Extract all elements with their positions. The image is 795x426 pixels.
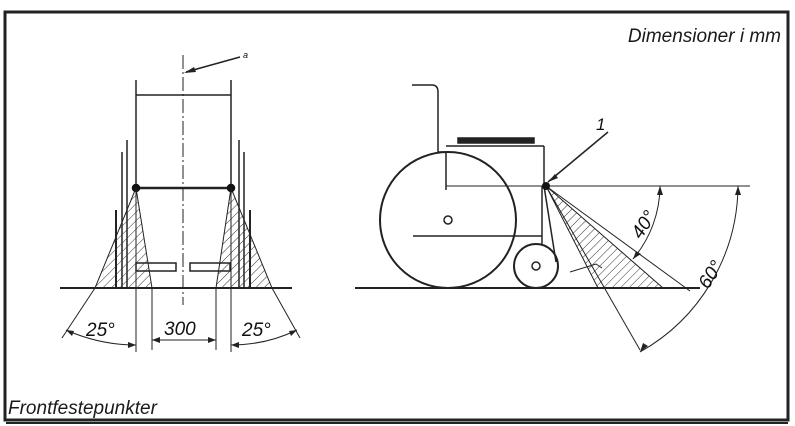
seat-cushion bbox=[457, 137, 535, 144]
side-anchor-point bbox=[542, 182, 550, 190]
front-left-hatch-zone bbox=[94, 186, 153, 289]
front-caster bbox=[513, 243, 559, 289]
right-angle-label: 25° bbox=[241, 320, 271, 341]
frame-border bbox=[3, 10, 790, 422]
angle-60-arc bbox=[639, 185, 739, 353]
rear-wheel-hub bbox=[443, 215, 453, 225]
rear-wheel bbox=[379, 151, 517, 289]
front-caster-hub bbox=[531, 261, 541, 271]
front-view bbox=[60, 55, 301, 352]
callout-number: 1 bbox=[596, 115, 605, 134]
angle-40-label: 40° bbox=[628, 207, 661, 243]
figure-caption: Frontfestepunkter bbox=[8, 398, 157, 419]
units-note: Dimensioner i mm bbox=[627, 26, 781, 47]
center-width-label: 300 bbox=[164, 319, 196, 340]
reference-letter: a bbox=[243, 50, 248, 60]
front-right-hatch-zone bbox=[215, 186, 273, 289]
backrest-frame bbox=[412, 84, 447, 190]
left-angle-label: 25° bbox=[85, 320, 115, 341]
callout-leader bbox=[547, 131, 609, 183]
side-view bbox=[355, 84, 750, 353]
side-hatch-zone bbox=[545, 185, 665, 289]
